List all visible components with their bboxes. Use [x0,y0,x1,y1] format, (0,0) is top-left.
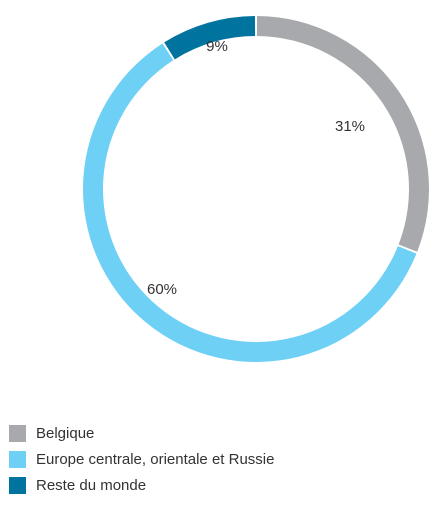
legend-label-europe-centrale: Europe centrale, orientale et Russie [36,450,275,468]
legend-label-belgique: Belgique [36,424,95,442]
slice-label-reste-du-monde: 9% [206,38,228,55]
donut-chart: 31% 60% 9% [82,16,429,362]
legend-item-reste-du-monde: Reste du monde [9,472,274,498]
legend-item-europe-centrale: Europe centrale, orientale et Russie [9,446,274,472]
legend-item-belgique: Belgique [9,420,274,446]
legend-swatch-reste-du-monde [9,476,26,494]
donut-slices [82,16,429,362]
slice-label-belgique: 31% [335,118,365,135]
slice-reste-du-monde [164,16,256,60]
slice-europe-centrale-orientale-et-russie [82,43,417,362]
chart-legend: Belgique Europe centrale, orientale et R… [9,420,274,498]
legend-label-reste-du-monde: Reste du monde [36,476,147,494]
slice-label-europe-centrale-orientale-et-russie: 60% [147,281,177,298]
slice-belgique [256,16,429,252]
slice-labels: 31% 60% 9% [147,38,365,298]
legend-swatch-europe-centrale [9,450,26,468]
legend-swatch-belgique [9,424,26,442]
